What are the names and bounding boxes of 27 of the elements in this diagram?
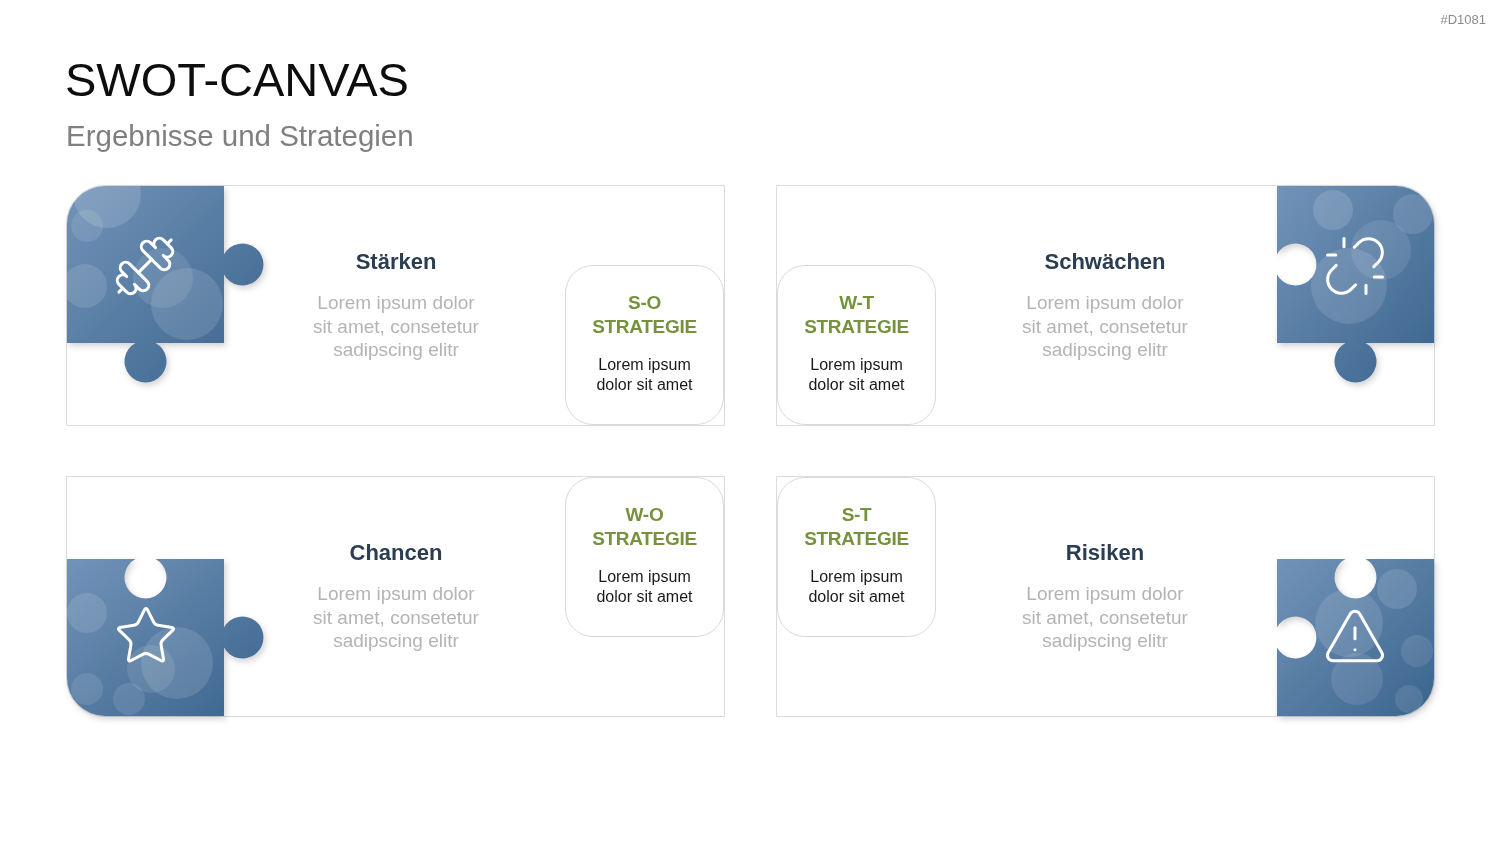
panel-description: Lorem ipsum dolor sit amet, consetetur sadipscing elitr bbox=[1021, 291, 1189, 362]
panel-heading: Risiken bbox=[1065, 539, 1145, 567]
document-code: #D1081 bbox=[1440, 11, 1486, 28]
swot-panel bbox=[776, 185, 1435, 426]
strategy-title: S-T STRATEGIE bbox=[803, 503, 910, 551]
strategy-description: Lorem ipsum dolor sit amet bbox=[807, 355, 906, 395]
swot-panel bbox=[66, 476, 725, 717]
strategy-card bbox=[777, 477, 936, 637]
panel-description: Lorem ipsum dolor sit amet, consetetur sadipscing elitr bbox=[312, 291, 480, 362]
strategy-description: Lorem ipsum dolor sit amet bbox=[807, 567, 906, 607]
strategy-title: W-O STRATEGIE bbox=[591, 503, 698, 551]
page-subtitle: Ergebnisse und Strategien bbox=[66, 118, 414, 154]
strategy-title: W-T STRATEGIE bbox=[803, 291, 910, 339]
strategy-card bbox=[565, 477, 724, 637]
swot-panel bbox=[66, 185, 725, 426]
page-title: SWOT-CANVAS bbox=[65, 52, 409, 108]
strategy-card bbox=[565, 265, 724, 425]
strategy-title: S-O STRATEGIE bbox=[591, 291, 698, 339]
panel-heading: Stärken bbox=[355, 248, 437, 276]
strategy-description: Lorem ipsum dolor sit amet bbox=[595, 567, 694, 607]
swot-panel bbox=[776, 476, 1435, 717]
panel-heading: Schwächen bbox=[1044, 248, 1166, 276]
panel-heading: Chancen bbox=[349, 539, 443, 567]
panel-description: Lorem ipsum dolor sit amet, consetetur sadipscing elitr bbox=[1021, 582, 1189, 653]
panel-description: Lorem ipsum dolor sit amet, consetetur sadipscing elitr bbox=[312, 582, 480, 653]
strategy-description: Lorem ipsum dolor sit amet bbox=[595, 355, 694, 395]
strategy-card bbox=[777, 265, 936, 425]
